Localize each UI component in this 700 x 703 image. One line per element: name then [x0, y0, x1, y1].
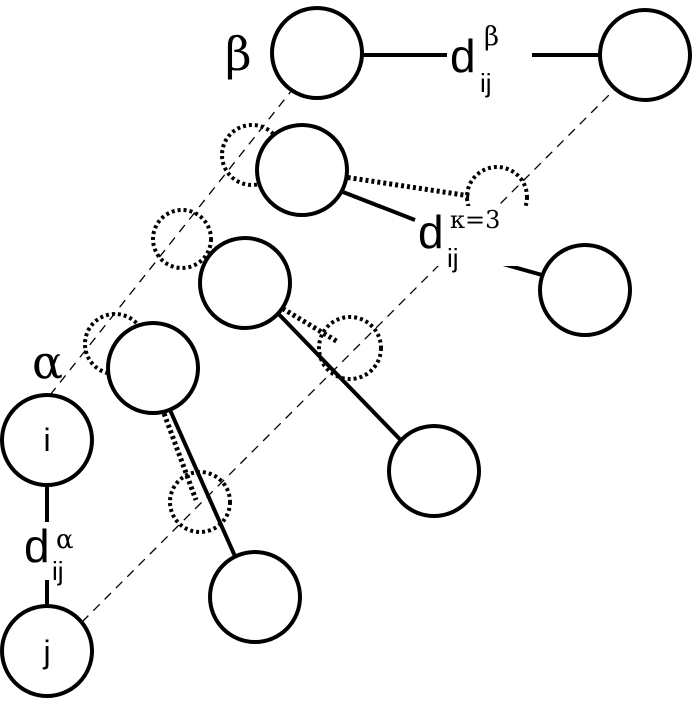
ghost-atom-2 [151, 208, 213, 270]
ghost-atom-4 [168, 470, 232, 534]
distance-beta-label: d ij β [450, 22, 499, 98]
atom-step-3-j [538, 243, 632, 337]
distance-kappa-sub: ij [447, 243, 459, 273]
distance-kappa-bg [418, 206, 530, 266]
atom-step-1-i [106, 321, 200, 415]
distance-beta-sup: β [484, 22, 499, 52]
atom-beta-j [598, 8, 692, 102]
state-alpha-label: α [32, 335, 63, 389]
ghost-bond-1 [159, 407, 199, 501]
atom-beta-i [270, 6, 364, 100]
atoms [0, 6, 692, 698]
distance-alpha-base: d [24, 520, 50, 572]
ghost-atom-6 [465, 165, 529, 229]
guide-line-j [81, 86, 618, 623]
distance-alpha-label: d ij α [20, 520, 80, 586]
atom-step-1-j [208, 550, 302, 644]
atom-j [0, 604, 94, 698]
distance-beta-base: d [450, 30, 476, 82]
atom-i [0, 393, 94, 487]
distance-alpha-bg [20, 522, 80, 580]
guide-line-i [49, 89, 293, 396]
atom-step-3-i [255, 123, 349, 217]
node-i-label: i [43, 422, 50, 458]
guide-lines [49, 86, 618, 623]
node-j-label: j [42, 634, 50, 670]
distance-kappa-label: d ij κ=3 [418, 206, 530, 273]
state-beta-label: β [225, 27, 252, 81]
atom-step-2-j [387, 424, 481, 518]
distance-alpha-sup: α [56, 525, 74, 555]
ghost-atom-5 [317, 315, 383, 381]
distance-kappa-sup: κ=3 [450, 206, 500, 234]
distance-beta-sub: ij [480, 68, 492, 98]
distance-alpha-sub: ij [52, 556, 64, 586]
atom-step-2-i [198, 236, 292, 330]
distance-kappa-base: d [418, 206, 444, 258]
